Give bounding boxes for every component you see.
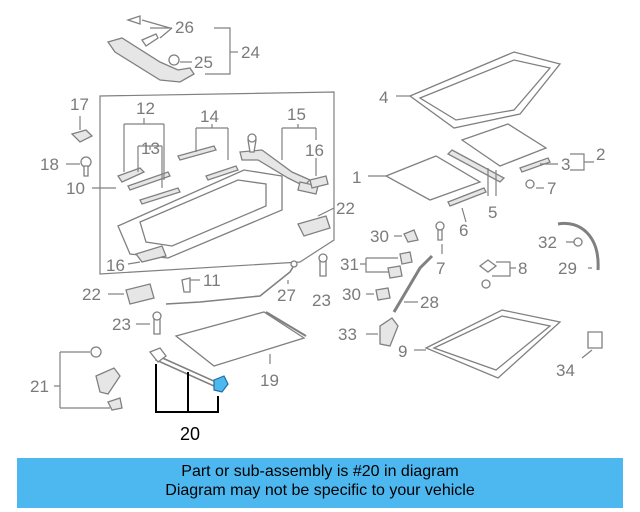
callout-27: 27 <box>277 286 296 305</box>
part-20-handle <box>148 347 229 393</box>
part-3-panel <box>460 123 548 167</box>
callout-21: 21 <box>30 377 49 396</box>
callout-12: 12 <box>136 99 155 118</box>
part-24-assembly <box>106 15 238 83</box>
callout-34: 34 <box>556 361 575 380</box>
callout-4: 4 <box>379 88 388 107</box>
callout-7-top: 7 <box>547 179 556 198</box>
callout-29: 29 <box>558 259 577 278</box>
callout-8: 8 <box>518 259 527 278</box>
banner-line-2: Diagram may not be specific to your vehi… <box>165 482 475 499</box>
callout-9: 9 <box>398 342 407 361</box>
callout-1: 1 <box>352 168 361 187</box>
callout-19: 19 <box>260 371 279 390</box>
callout-30-top: 30 <box>370 227 389 246</box>
callout-7-bottom: 7 <box>436 259 445 278</box>
part-17-bracket <box>70 129 94 143</box>
info-banner: Part or sub-assembly is #20 in diagram D… <box>17 458 623 508</box>
callout-6: 6 <box>459 221 468 240</box>
callout-24: 24 <box>241 43 260 62</box>
callout-16-bottom: 16 <box>106 256 125 275</box>
callout-26: 26 <box>175 18 194 37</box>
callout-33: 33 <box>338 325 357 344</box>
callout-14: 14 <box>200 107 219 126</box>
callout-20: 20 <box>180 424 200 444</box>
part-1-glass <box>384 155 482 201</box>
part-22-clip-left <box>125 283 155 305</box>
callout-2: 2 <box>596 145 605 164</box>
callout-23-right: 23 <box>312 291 331 310</box>
callout-16-top: 16 <box>305 141 324 160</box>
callout-22-right: 22 <box>336 199 355 218</box>
callout-11: 11 <box>203 271 221 290</box>
part-22-clip <box>297 215 331 237</box>
parts-diagram: 26 25 24 17 18 10 12 13 14 15 16 16 <box>30 15 605 444</box>
callout-22-left: 22 <box>82 285 101 304</box>
callout-32: 32 <box>538 233 557 252</box>
callout-23-left: 23 <box>112 315 131 334</box>
callout-13: 13 <box>141 139 160 158</box>
part-19-sunshade <box>174 311 306 367</box>
callout-15: 15 <box>287 105 306 124</box>
callout-28: 28 <box>420 293 439 312</box>
banner-line-1: Part or sub-assembly is #20 in diagram <box>181 463 459 480</box>
sunroof-frame-group <box>99 91 335 275</box>
callout-18: 18 <box>40 155 59 174</box>
callout-10: 10 <box>66 179 85 198</box>
callout-3: 3 <box>561 155 570 174</box>
callout-17: 17 <box>70 95 89 114</box>
callout-5: 5 <box>488 203 497 222</box>
callout-25: 25 <box>194 53 213 72</box>
callout-31: 31 <box>340 255 359 274</box>
callout-30-bottom: 30 <box>342 285 361 304</box>
